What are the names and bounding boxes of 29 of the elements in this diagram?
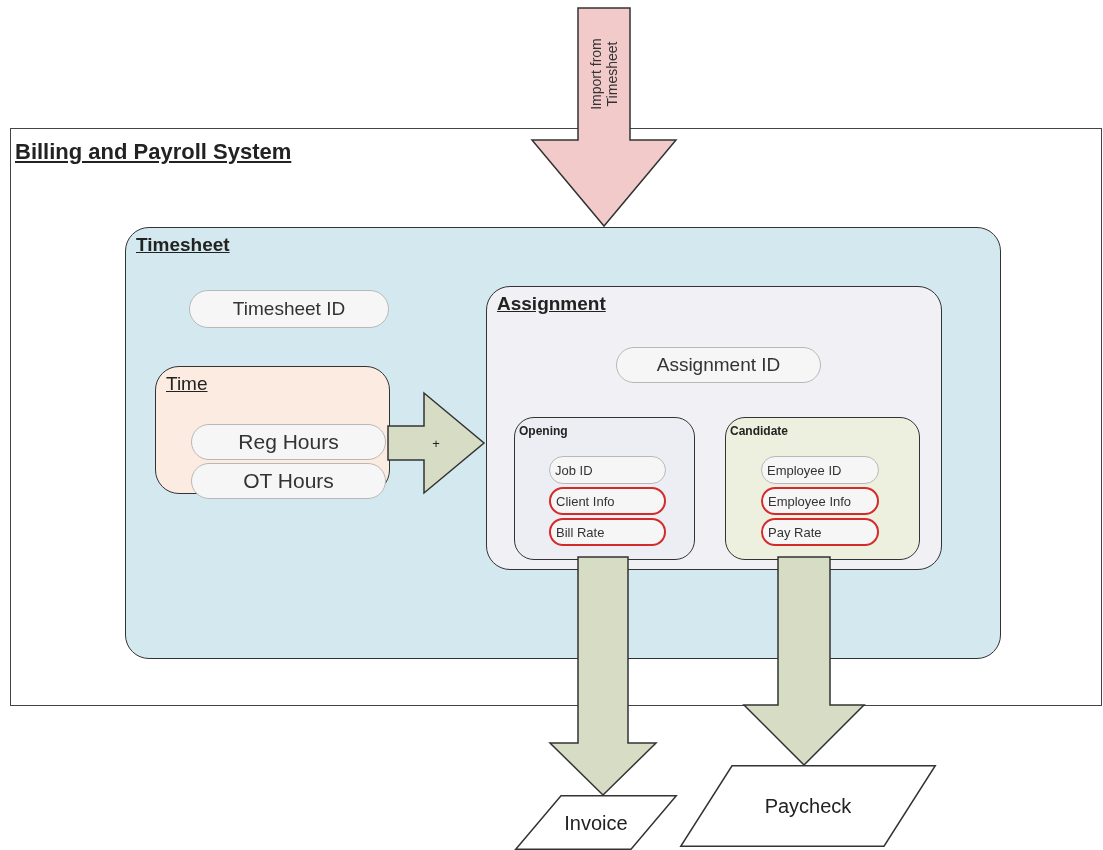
section-heading: Timesheet [136,234,230,256]
group-box [125,227,1001,659]
output-label: Paycheck [763,794,853,818]
block-arrow [548,556,658,797]
field-pill: Employee Info [761,487,879,515]
block-arrow [742,556,866,767]
section-heading: Billing and Payroll System [15,139,292,165]
section-heading: Time [166,373,208,395]
block-arrow [387,391,486,495]
edge-label: Import from Timesheet [588,37,620,112]
field-pill: Client Info [549,487,666,515]
entity-box [725,417,920,560]
section-heading: Candidate [730,424,788,438]
edge-label: + [432,435,440,451]
field-pill: Pay Rate [761,518,879,546]
field-pill: Timesheet ID [189,290,389,328]
entity-box [514,417,695,560]
field-pill: Assignment ID [616,347,821,383]
field-pill: Reg Hours [191,424,386,460]
field-pill: Employee ID [761,456,879,484]
field-pill: Bill Rate [549,518,666,546]
output-label: Invoice [563,811,629,834]
group-box [486,286,942,570]
section-heading: Opening [519,424,568,438]
field-pill: Job ID [549,456,666,484]
section-heading: Assignment [497,293,606,315]
field-pill: OT Hours [191,463,386,499]
system-boundary-box [10,128,1102,706]
block-arrow [530,7,678,228]
